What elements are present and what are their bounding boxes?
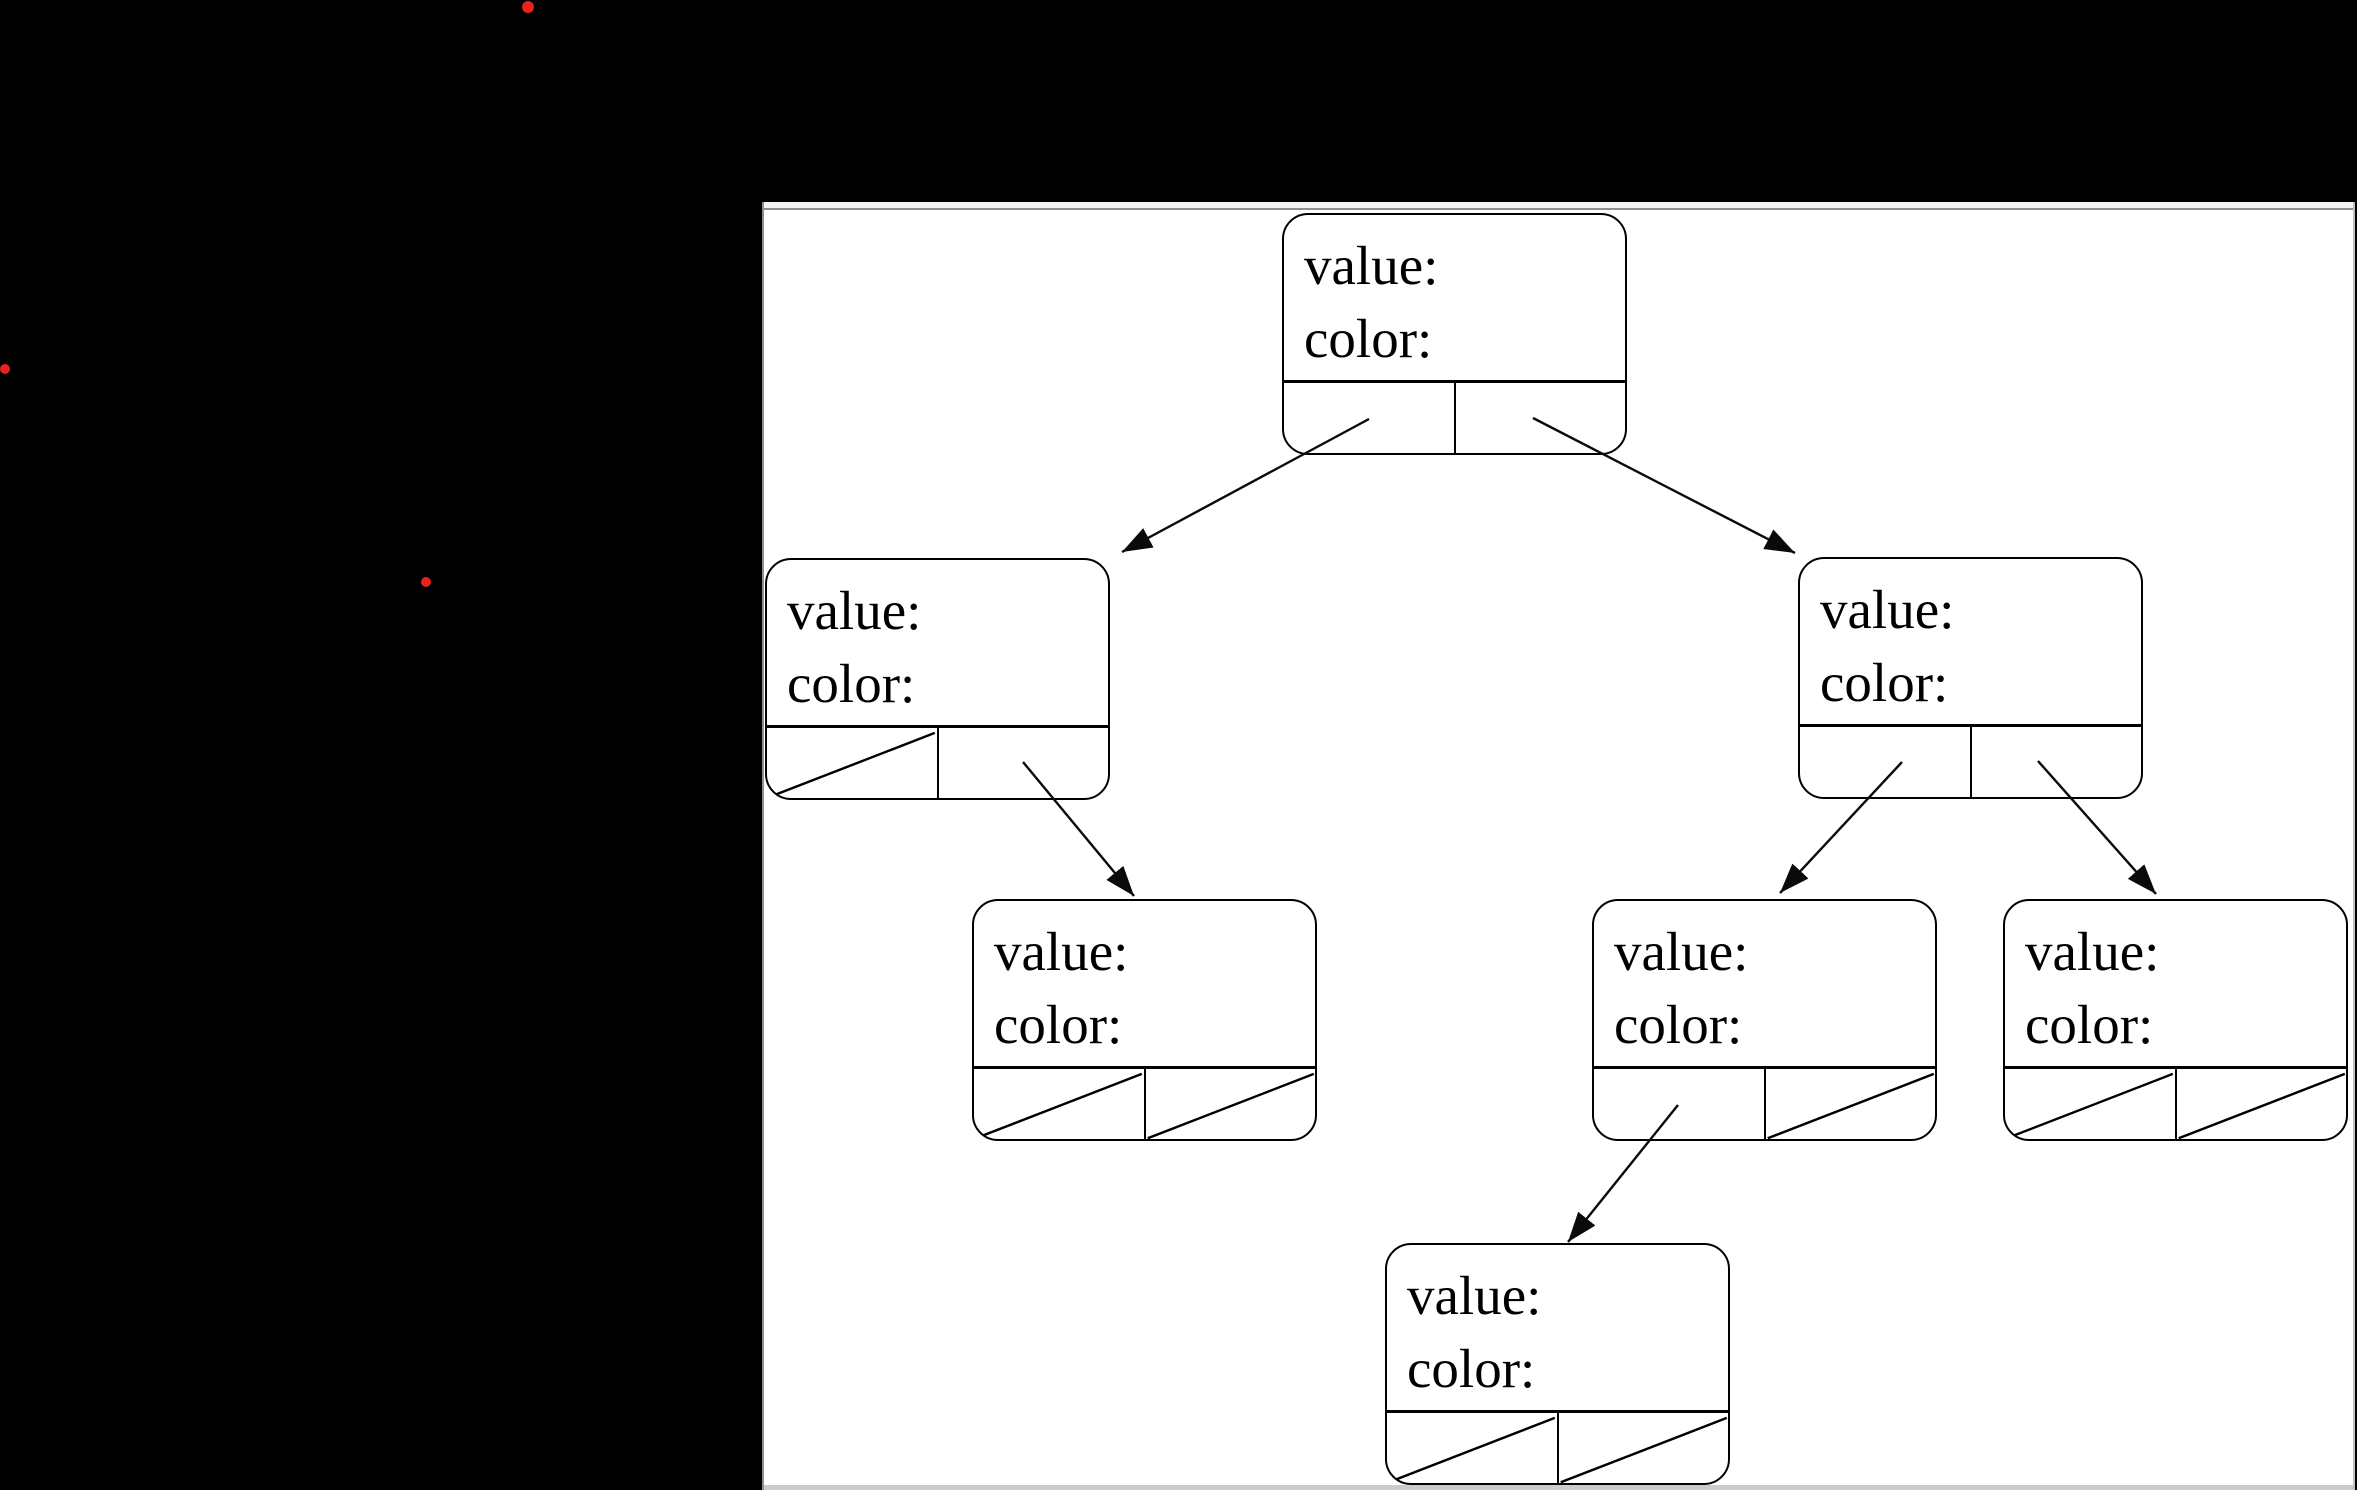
red-dot-annotation xyxy=(0,364,10,374)
node-value-label: value: xyxy=(1820,579,1955,640)
null-pointer-slash xyxy=(1146,1069,1316,1139)
left-pointer-cell xyxy=(974,1069,1146,1139)
node-value-label: value: xyxy=(787,580,922,641)
pointer-row xyxy=(1387,1410,1728,1483)
tree-node-L: value: color: xyxy=(765,558,1110,800)
pointer-row xyxy=(1800,724,2141,797)
red-dot-annotation xyxy=(421,577,431,587)
left-pointer-cell xyxy=(2005,1069,2177,1139)
left-pointer-cell xyxy=(1284,383,1456,453)
window-top-border xyxy=(764,202,2353,210)
node-fields: value: color: xyxy=(1594,901,1935,1068)
pointer-row xyxy=(1594,1066,1935,1139)
null-pointer-slash xyxy=(974,1069,1144,1139)
tree-node-RR: value: color: xyxy=(2003,899,2348,1141)
right-pointer-cell xyxy=(939,728,1109,798)
null-pointer-slash xyxy=(1766,1069,1936,1139)
null-pointer-slash xyxy=(1559,1413,1729,1483)
node-fields: value: color: xyxy=(974,901,1315,1068)
node-value-label: value: xyxy=(2025,921,2160,982)
tree-node-RL: value: color: xyxy=(1592,899,1937,1141)
right-pointer-cell xyxy=(1766,1069,1936,1139)
right-pointer-cell xyxy=(1456,383,1626,453)
node-color-label: color: xyxy=(1614,994,1743,1055)
node-fields: value: color: xyxy=(1387,1245,1728,1412)
red-dot-annotation xyxy=(522,1,534,13)
node-fields: value: color: xyxy=(1800,559,2141,726)
node-value-label: value: xyxy=(1407,1265,1542,1326)
node-color-label: color: xyxy=(1407,1338,1536,1399)
node-value-label: value: xyxy=(1304,235,1439,296)
left-pointer-cell xyxy=(1387,1413,1559,1483)
null-pointer-slash xyxy=(2177,1069,2347,1139)
pointer-row xyxy=(2005,1066,2346,1139)
node-fields: value: color: xyxy=(767,560,1108,727)
pointer-row xyxy=(974,1066,1315,1139)
node-fields: value: color: xyxy=(1284,215,1625,382)
node-value-label: value: xyxy=(994,921,1129,982)
tree-node-LR: value: color: xyxy=(972,899,1317,1141)
window-bottom-border xyxy=(764,1485,2353,1490)
tree-node-RLL: value: color: xyxy=(1385,1243,1730,1485)
right-pointer-cell xyxy=(1559,1413,1729,1483)
node-color-label: color: xyxy=(2025,994,2154,1055)
node-color-label: color: xyxy=(994,994,1123,1055)
right-pointer-cell xyxy=(1972,727,2142,797)
null-pointer-slash xyxy=(2005,1069,2175,1139)
pointer-row xyxy=(1284,380,1625,453)
node-color-label: color: xyxy=(1304,308,1433,369)
node-value-label: value: xyxy=(1614,921,1749,982)
tree-node-R: value: color: xyxy=(1798,557,2143,799)
null-pointer-slash xyxy=(767,728,937,798)
node-fields: value: color: xyxy=(2005,901,2346,1068)
pointer-row xyxy=(767,725,1108,798)
node-color-label: color: xyxy=(1820,652,1949,713)
node-color-label: color: xyxy=(787,653,916,714)
null-pointer-slash xyxy=(1387,1413,1557,1483)
left-pointer-cell xyxy=(1800,727,1972,797)
right-pointer-cell xyxy=(2177,1069,2347,1139)
right-pointer-cell xyxy=(1146,1069,1316,1139)
left-pointer-cell xyxy=(767,728,939,798)
tree-node-root: value: color: xyxy=(1282,213,1627,455)
left-pointer-cell xyxy=(1594,1069,1766,1139)
